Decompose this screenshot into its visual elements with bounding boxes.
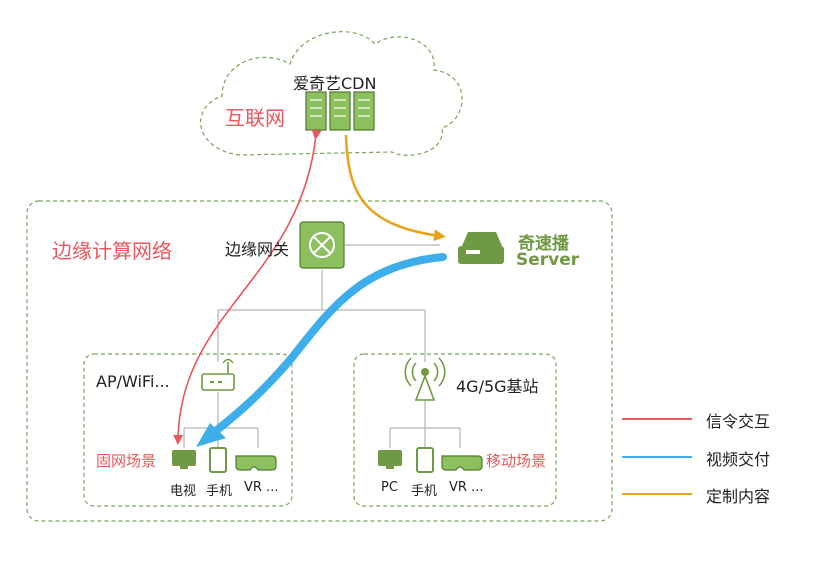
topology-lines [183, 244, 461, 448]
vr-headset-icon [441, 455, 483, 471]
vr-headset-icon [235, 455, 277, 471]
video-delivery-arrow [196, 253, 447, 447]
ap-wifi-label: AP/WiFi... [96, 372, 170, 391]
edge-gateway-label: 边缘网关 [225, 240, 290, 259]
device-label-vr: VR ... [244, 480, 279, 495]
device-label-phone: 手机 [206, 484, 233, 499]
base-station-label: 4G/5G基站 [456, 377, 539, 396]
router-icon [201, 358, 235, 391]
internet-label: 互联网 [225, 106, 285, 130]
cdn-label: 爱奇艺CDN [293, 74, 377, 93]
device-label-pc: PC [381, 480, 398, 495]
phone-icon [416, 447, 434, 473]
edge-network-label: 边缘计算网络 [52, 239, 172, 263]
legend-video: 视频交付 [706, 450, 771, 469]
signaling-arrow [173, 129, 322, 445]
legend-lines [622, 418, 692, 495]
device-label-vr: VR ... [449, 480, 484, 495]
switch-icon [299, 221, 345, 269]
tv-icon [172, 450, 196, 469]
qisubo-label: 奇速播 [518, 234, 569, 254]
mobile-scene-boundary [353, 353, 557, 507]
mobile-scene-label: 移动场景 [486, 452, 547, 470]
legend-signaling: 信令交互 [706, 412, 771, 431]
cell-tower-icon [404, 357, 446, 401]
pc-monitor-icon [378, 450, 402, 469]
edge-server-icon [458, 232, 504, 264]
legend-custom: 定制内容 [706, 487, 771, 506]
device-label-tv: 电视 [170, 484, 197, 499]
server-rack-icon [305, 91, 375, 131]
internet-cloud [200, 31, 463, 156]
server-label: Server [516, 250, 580, 270]
custom-content-arrow [344, 134, 446, 242]
device-label-phone: 手机 [411, 484, 438, 499]
fixed-scene-label: 固网场景 [96, 452, 157, 470]
phone-icon [209, 447, 227, 473]
